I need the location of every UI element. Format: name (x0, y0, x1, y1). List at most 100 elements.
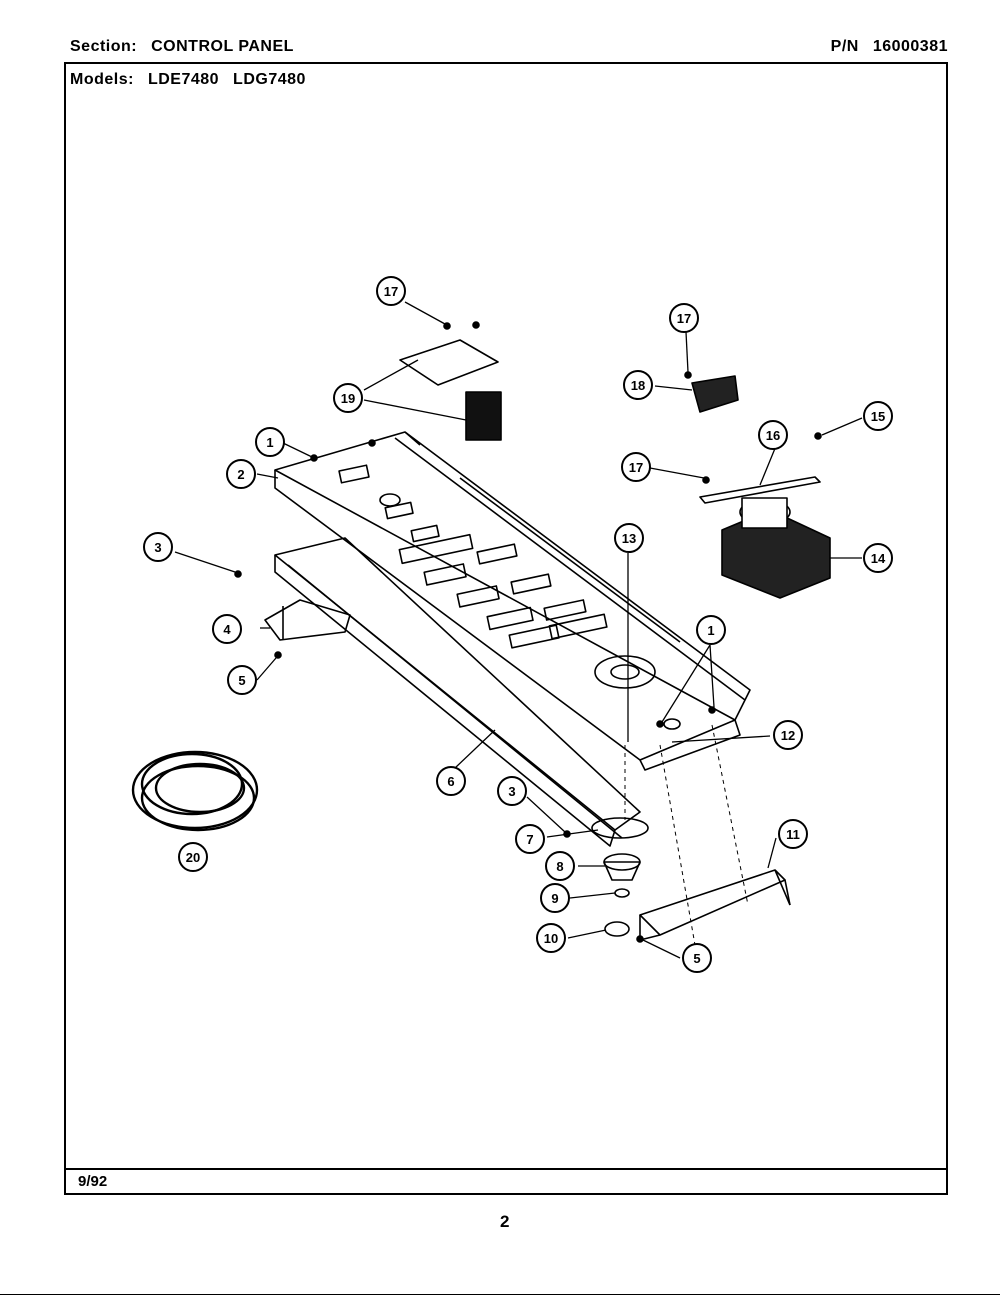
callout-circle (436, 766, 466, 796)
bottom-rule (0, 1294, 1000, 1295)
callout-15: 15 (863, 401, 893, 431)
leader-lines (174, 301, 863, 959)
callout-13: 13 (614, 523, 644, 553)
callout-number: 6 (447, 774, 454, 789)
mounting-clip (691, 375, 739, 413)
callout-number: 5 (693, 951, 700, 966)
callout-number: 16 (766, 428, 780, 443)
diagram-frame (64, 62, 948, 1195)
knob-assembly (591, 817, 649, 937)
callout-number: 3 (154, 540, 161, 555)
callout-circle (143, 532, 173, 562)
callout-20: 20 (178, 842, 208, 872)
callout-number: 12 (781, 728, 795, 743)
callout-16: 16 (758, 420, 788, 450)
callout-number: 1 (266, 435, 273, 450)
callout-circle (863, 543, 893, 573)
callout-number: 17 (677, 311, 691, 326)
callout-19: 19 (333, 383, 363, 413)
callout-circle (773, 720, 803, 750)
callout-8: 8 (545, 851, 575, 881)
models-label: Models: (70, 71, 134, 88)
callout-number: 18 (631, 378, 645, 393)
callout-1: 1 (255, 427, 285, 457)
front-trim-strip (274, 537, 641, 847)
callout-circle (227, 665, 257, 695)
callout-17: 17 (621, 452, 651, 482)
timer-unit (721, 497, 831, 599)
section-title: Section:CONTROL PANEL (70, 38, 294, 56)
callout-number: 4 (223, 622, 231, 637)
callout-7: 7 (515, 824, 545, 854)
callout-number: 9 (551, 891, 558, 906)
callout-3: 3 (143, 532, 173, 562)
models-line: Models: LDE7480 LDG7480 (70, 71, 320, 89)
callout-number: 5 (238, 673, 245, 688)
revision-date: 9/92 (78, 1173, 108, 1190)
wire-harness (131, 750, 259, 832)
callout-14: 14 (863, 543, 893, 573)
push-switch (399, 339, 502, 441)
callout-9: 9 (540, 883, 570, 913)
footer-divider (64, 1168, 948, 1170)
callout-3: 3 (497, 776, 527, 806)
callout-17: 17 (376, 276, 406, 306)
callout-number: 13 (622, 531, 636, 546)
callout-circle (333, 383, 363, 413)
callout-10: 10 (536, 923, 566, 953)
callout-number: 14 (871, 551, 886, 566)
callout-circle (545, 851, 575, 881)
callout-number: 17 (629, 460, 643, 475)
callout-11: 11 (778, 819, 808, 849)
callout-number: 19 (341, 391, 355, 406)
callout-number: 11 (786, 827, 800, 842)
callout-circle (255, 427, 285, 457)
callout-circle (669, 303, 699, 333)
end-bracket (264, 599, 351, 641)
callout-circle (863, 401, 893, 431)
screws (234, 321, 822, 943)
callout-number: 20 (186, 850, 200, 865)
callout-number: 17 (384, 284, 398, 299)
callout-circle (497, 776, 527, 806)
callout-circle (778, 819, 808, 849)
callout-circle (758, 420, 788, 450)
model-2: LDG7480 (233, 71, 306, 88)
strap-bar (699, 476, 821, 504)
callout-circle (682, 943, 712, 973)
callout-number: 10 (544, 931, 558, 946)
control-panel-top (274, 431, 751, 771)
callout-1: 1 (696, 615, 726, 645)
pn-value: 16000381 (872, 38, 948, 55)
callout-18: 18 (623, 370, 653, 400)
part-number: P/N 16000381 (831, 38, 948, 56)
callout-number: 8 (556, 859, 563, 874)
model-1: LDE7480 (147, 71, 220, 88)
page-number: 2 (500, 1212, 510, 1231)
callout-circle (178, 842, 208, 872)
callout-circle (540, 883, 570, 913)
callout-4: 4 (212, 614, 242, 644)
callout-circle (536, 923, 566, 953)
callout-circle (614, 523, 644, 553)
pn-label: P/N (830, 38, 859, 55)
callout-number: 15 (871, 409, 885, 424)
callout-2: 2 (226, 459, 256, 489)
callout-number: 1 (707, 623, 714, 638)
right-bracket (639, 869, 791, 941)
callout-17: 17 (669, 303, 699, 333)
callout-circle (623, 370, 653, 400)
callout-circle (376, 276, 406, 306)
section-label: Section: (70, 38, 138, 55)
callout-circle (226, 459, 256, 489)
callout-5: 5 (682, 943, 712, 973)
callout-circle (515, 824, 545, 854)
callout-5: 5 (227, 665, 257, 695)
callout-circle (621, 452, 651, 482)
callout-circle (212, 614, 242, 644)
callout-number: 7 (526, 832, 533, 847)
callout-6: 6 (436, 766, 466, 796)
callout-12: 12 (773, 720, 803, 750)
